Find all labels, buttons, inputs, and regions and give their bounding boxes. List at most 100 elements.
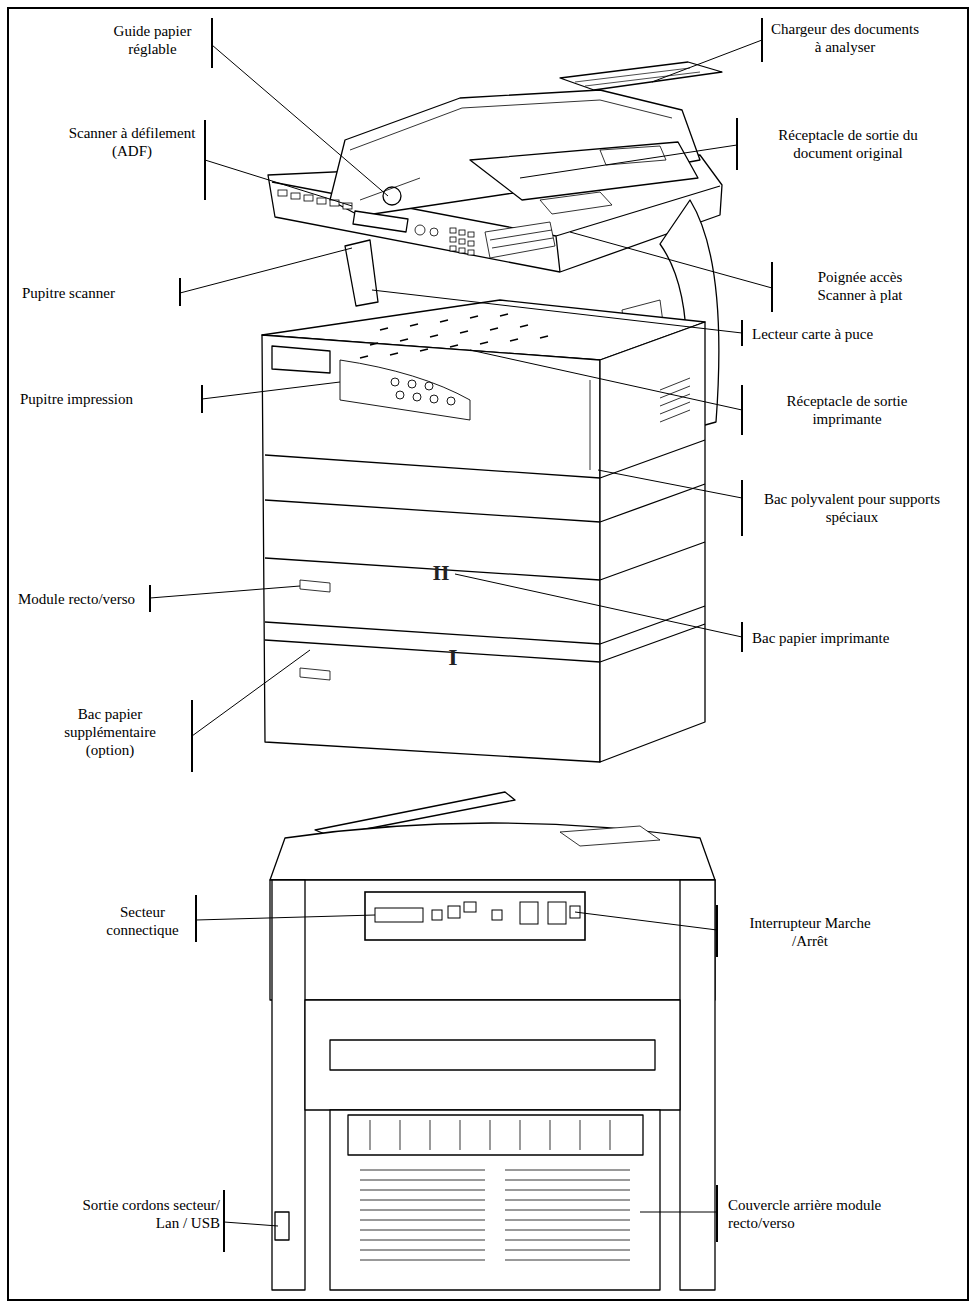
adf-scanner — [353, 211, 408, 232]
printer-body — [265, 624, 705, 662]
printer-buttons — [396, 391, 404, 399]
printer-buttons — [391, 378, 455, 405]
tray-number: I — [442, 644, 464, 671]
part-label: Couvercle arrière module recto/verso — [728, 1196, 928, 1232]
adf-scanner — [470, 142, 698, 200]
part-label: Chargeur des documents à analyser — [770, 20, 920, 56]
rear-view — [560, 826, 660, 846]
printer-body — [265, 542, 705, 580]
leader-line — [520, 145, 737, 178]
adf-scanner — [360, 178, 420, 200]
leader-line — [372, 290, 742, 333]
scanner-keys — [468, 250, 474, 255]
rear-view — [270, 823, 715, 880]
connector-panel — [448, 906, 460, 918]
leader-line — [150, 40, 772, 1226]
rear-view — [272, 880, 305, 1290]
scanner-keys — [459, 239, 465, 244]
connector-panel — [492, 910, 502, 920]
scanner-keys — [459, 230, 465, 235]
leader-line — [212, 45, 388, 196]
leader-line — [652, 40, 762, 82]
scanner-keys — [490, 230, 553, 248]
leader-line — [192, 650, 310, 736]
rear-view — [680, 880, 715, 1290]
output-tray-slots — [370, 325, 528, 345]
leader-line — [205, 160, 352, 206]
printer-body — [265, 440, 705, 478]
scanner-keys — [291, 193, 300, 199]
duplex-grille — [360, 1120, 630, 1260]
scanner-keys — [415, 225, 425, 235]
adf-scanner — [560, 62, 722, 90]
printer-body — [340, 360, 470, 420]
rear-view — [330, 1040, 655, 1070]
scanner-keys — [278, 190, 287, 196]
tray-number: II — [424, 560, 458, 585]
part-label: Guide papier réglable — [95, 22, 210, 58]
part-label: Poignée accès Scanner à plat — [800, 268, 920, 304]
adf-scanner — [268, 62, 722, 272]
scanner-keys — [304, 195, 313, 201]
label-bar — [150, 18, 772, 1252]
rear-view — [270, 880, 715, 1000]
part-label: Sortie cordons secteur/ Lan / USB — [70, 1196, 220, 1232]
connector-panel — [365, 892, 585, 940]
scanner-keys — [468, 241, 474, 246]
part-label: Lecteur carte à puce — [752, 325, 952, 343]
rear-view — [305, 1000, 680, 1110]
scanner-keys — [485, 222, 555, 258]
printer-body — [272, 346, 330, 373]
part-label: Pupitre scanner — [22, 284, 177, 302]
output-tray-slots — [360, 314, 548, 358]
adf-scanner — [350, 100, 672, 150]
rear-view — [348, 1115, 643, 1155]
output-tray-slots — [380, 314, 508, 330]
printer-body — [590, 380, 591, 470]
printer-buttons — [447, 397, 455, 405]
printer-body — [600, 322, 705, 762]
printer-body — [262, 335, 600, 762]
leader-line — [150, 586, 300, 598]
figure-frame — [8, 8, 968, 1300]
connector-panel — [548, 902, 566, 924]
leader-line — [202, 382, 340, 399]
printer-buttons — [430, 395, 438, 403]
printer-body — [265, 484, 705, 522]
adf-scanner — [330, 90, 700, 216]
scanner-keys — [468, 232, 474, 237]
part-label: Secteur connectique — [95, 903, 190, 939]
leader-line — [570, 232, 772, 288]
rear-view — [270, 792, 715, 1290]
part-label: Réceptacle de sortie du document origina… — [748, 126, 948, 162]
part-label: Interrupteur Marche /Arrêt — [740, 914, 880, 950]
duplex-grille — [370, 1120, 610, 1150]
connector-panel — [375, 908, 423, 922]
scanner-keys — [450, 228, 456, 233]
part-label: Scanner à défilement (ADF) — [62, 124, 202, 160]
scanner-keys — [459, 248, 465, 253]
rear-view — [330, 1110, 660, 1290]
leader-line — [598, 470, 742, 498]
connector-panel — [432, 910, 442, 920]
connector-panel — [464, 902, 476, 912]
scanner-supports — [345, 240, 378, 306]
leader-line — [224, 1222, 278, 1226]
duplex-grille — [360, 1170, 485, 1260]
part-label: Bac papier supplémentaire (option) — [45, 705, 175, 759]
scanner-keys — [317, 198, 326, 204]
leader-line — [575, 912, 717, 930]
scanner-keys — [450, 246, 456, 251]
leader-line — [640, 1212, 717, 1213]
part-label: Bac polyvalent pour supports spéciaux — [752, 490, 952, 526]
part-label: Pupitre impression — [20, 390, 200, 408]
duplex-grille — [505, 1170, 630, 1260]
leader-line — [470, 350, 742, 410]
printer-buttons — [391, 378, 399, 386]
leader-line — [455, 574, 742, 637]
printer-body — [300, 668, 330, 680]
part-label: Bac papier imprimante — [752, 629, 957, 647]
